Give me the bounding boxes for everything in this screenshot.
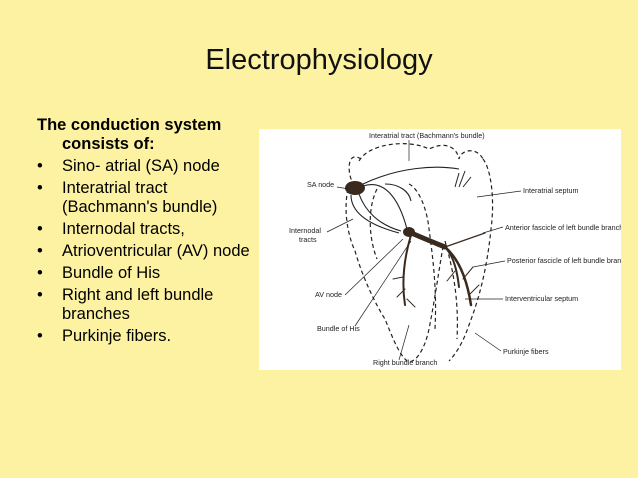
- bullet-bundle-branches: Right and left bundle branches: [37, 286, 259, 324]
- av-node-mark: [403, 227, 415, 237]
- internodal-tracts: [350, 166, 460, 234]
- label-bundle-of-his: Bundle of His: [317, 324, 360, 333]
- slide-title: Electrophysiology: [205, 44, 433, 76]
- bullet-internodal-tracts: Internodal tracts,: [37, 220, 259, 239]
- label-internodal-2: tracts: [299, 235, 317, 244]
- label-sa-node: SA node: [307, 180, 334, 189]
- bullet-purkinje-fibers: Purkinje fibers.: [37, 327, 259, 346]
- intro-line-1: The conduction system: [37, 116, 222, 134]
- bullet-sa-node: Sino- atrial (SA) node: [37, 157, 259, 176]
- conduction-system-text: The conduction system consists of: Sino-…: [37, 116, 259, 349]
- label-posterior-fascicle: Posterior fascicle of left bundle branch: [507, 256, 621, 265]
- heart-outline: [345, 143, 494, 363]
- bullet-av-node: Atrioventricular (AV) node: [37, 242, 259, 261]
- label-right-bundle: Right bundle branch: [373, 358, 437, 367]
- sa-node-mark: [345, 181, 365, 195]
- label-internodal-1: Internodal: [289, 226, 321, 235]
- component-list: Sino- atrial (SA) node Interatrial tract…: [37, 157, 259, 346]
- leader-lines: [326, 140, 522, 361]
- label-av-node: AV node: [315, 290, 342, 299]
- label-anterior-fascicle: Anterior fascicle of left bundle branch: [505, 223, 621, 232]
- heart-diagram-svg: Interatrial tract (Bachmann's bundle) SA…: [289, 131, 621, 367]
- bullet-bundle-of-his: Bundle of His: [37, 264, 259, 283]
- label-interventricular-septum: Interventricular septum: [505, 294, 578, 303]
- intro-heading: The conduction system consists of:: [37, 116, 259, 154]
- bundle-branches: [392, 229, 486, 308]
- label-interatrial-tract: Interatrial tract (Bachmann's bundle): [369, 131, 485, 140]
- conduction-system-diagram: Interatrial tract (Bachmann's bundle) SA…: [259, 129, 621, 370]
- label-purkinje: Purkinje fibers: [503, 347, 549, 356]
- label-interatrial-septum: Interatrial septum: [523, 186, 579, 195]
- bullet-interatrial-tract: Interatrial tract (Bachmann's bundle): [37, 179, 259, 217]
- intro-line-2: consists of:: [62, 135, 155, 153]
- purkinje-fibers-top: [454, 170, 472, 188]
